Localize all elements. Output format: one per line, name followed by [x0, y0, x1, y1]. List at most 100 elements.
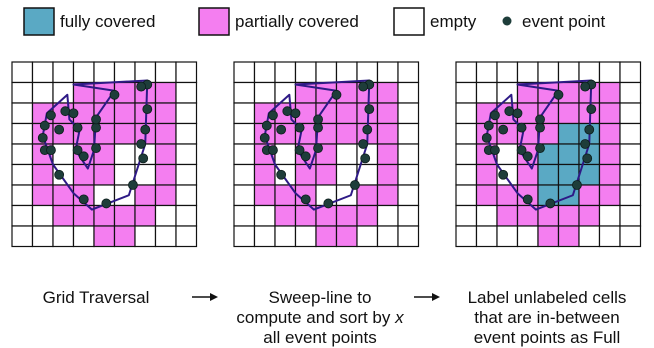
flow-arrow-1 [192, 293, 218, 301]
grid-cell-empty [134, 61, 157, 84]
event-point [313, 122, 323, 133]
grid-cell-partial [253, 184, 276, 207]
event-point [46, 145, 56, 156]
grid-cell-empty [496, 143, 519, 166]
grid-cell-empty [619, 184, 642, 207]
grid-cell-empty [516, 61, 539, 84]
grid-cell-partial [376, 122, 399, 145]
caption-line: that are in-between [474, 308, 620, 327]
grid-cell-empty [175, 122, 198, 145]
grid-cell-empty [175, 143, 198, 166]
arrow-head [210, 293, 218, 301]
grid-cell-partial [113, 204, 136, 227]
grid-cell-empty [294, 225, 317, 248]
event-point [522, 151, 533, 162]
grid-cell-empty [11, 163, 34, 186]
grid-cell-empty [154, 225, 177, 248]
grid-cell-empty [475, 61, 498, 84]
event-point [582, 153, 593, 164]
grid-cell-empty [233, 204, 256, 227]
grid-cell-partial [294, 163, 317, 186]
event-point [481, 132, 492, 143]
grid-cell-empty [598, 225, 621, 248]
grid-cell-empty [175, 163, 198, 186]
event-point [323, 198, 334, 209]
event-point [268, 110, 278, 121]
grid-cell-empty [233, 81, 256, 104]
grid-cell-empty [397, 143, 420, 166]
legend-item-full: fully covered [23, 7, 155, 36]
grid-cell-empty [233, 163, 256, 186]
grid-cell-partial [598, 122, 621, 145]
grid-cell-partial [598, 81, 621, 104]
grid-cell-empty [475, 81, 498, 104]
grid-cell-empty [154, 61, 177, 84]
grid-cell-partial [598, 143, 621, 166]
grid-cell-partial [557, 102, 580, 125]
event-point [72, 145, 83, 156]
grid-cell-empty [31, 81, 54, 104]
event-point [136, 81, 147, 92]
grid-cell-empty [52, 61, 75, 84]
caption-line-italic: compute and sort by x [236, 308, 404, 327]
grid-cell-partial [598, 184, 621, 207]
event-point [364, 104, 375, 115]
grid-cell-partial [52, 204, 75, 227]
event-point [294, 145, 305, 156]
grid-cell-partial [557, 225, 580, 248]
grid-cell-partial [557, 204, 580, 227]
grid-cell-empty [598, 61, 621, 84]
grid-cell-full [557, 143, 580, 166]
grid-cell-empty [11, 225, 34, 248]
grid-cell-partial [598, 102, 621, 125]
event-point [516, 145, 527, 156]
grid-cell-empty [11, 102, 34, 125]
legend-swatch-partial [198, 7, 230, 36]
grid-cell-partial [376, 102, 399, 125]
grid-cell-empty [455, 61, 478, 84]
grid-cell-partial [598, 163, 621, 186]
grid-cell-partial [154, 163, 177, 186]
grid-cell-empty [397, 204, 420, 227]
grid-cell-empty [274, 61, 297, 84]
grid-cell-partial [335, 122, 358, 145]
grid-cell-empty [175, 102, 198, 125]
grid-cell-empty [619, 143, 642, 166]
grid-cell-empty [253, 204, 276, 227]
grid-cell-empty [619, 61, 642, 84]
event-point [282, 106, 293, 117]
grid-cell-empty [175, 61, 198, 84]
event-point [572, 180, 582, 190]
grid-cell-empty [455, 204, 478, 227]
event-point [91, 114, 101, 125]
grid-cell-empty [274, 225, 297, 248]
grid-cell-partial [516, 163, 539, 186]
grid-cell-empty [475, 225, 498, 248]
grid-cell-empty [455, 225, 478, 248]
grid-cell-empty [455, 102, 478, 125]
grid-cell-partial [113, 102, 136, 125]
event-point [490, 110, 500, 121]
event-point [522, 194, 533, 205]
grid-cell-empty [72, 225, 95, 248]
legend-swatch-empty [393, 7, 425, 36]
grid-cell-partial [134, 204, 157, 227]
event-point [39, 120, 50, 131]
grid-cell-empty [11, 61, 34, 84]
event-point [60, 106, 71, 117]
legend-label: fully covered [60, 12, 155, 31]
legend-swatch-full [23, 7, 55, 36]
event-point [362, 124, 373, 135]
caption-grid-traversal: Grid Traversal [10, 288, 182, 308]
grid-cell-empty [175, 225, 198, 248]
event-point [259, 132, 270, 143]
caption-line: Label unlabeled cells [467, 288, 627, 307]
grid-cell-partial [93, 225, 116, 248]
grid-cell-empty [455, 143, 478, 166]
grid-cell-partial [31, 163, 54, 186]
grid-cell-partial [335, 225, 358, 248]
grid-cell-empty [233, 225, 256, 248]
event-point [504, 106, 515, 117]
event-point [553, 89, 564, 100]
event-point [360, 153, 371, 164]
